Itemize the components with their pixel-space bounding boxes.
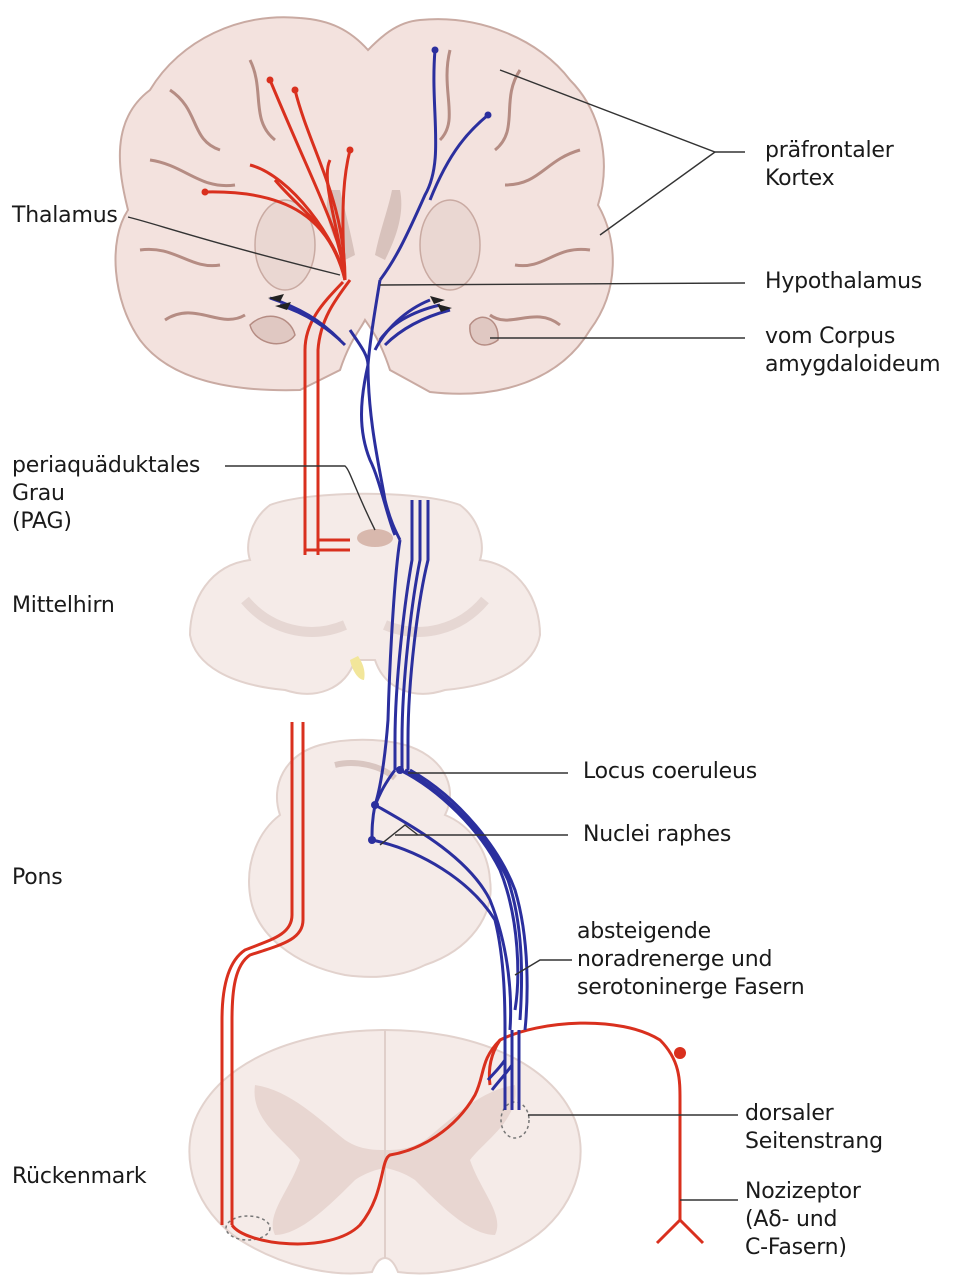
label-dorsal-line1: dorsaler bbox=[745, 1100, 883, 1128]
label-descending-fibers: absteigende noradrenerge und serotoniner… bbox=[577, 918, 805, 1002]
label-raphe-text: Nuclei raphes bbox=[583, 821, 731, 849]
label-spinal-text: Rückenmark bbox=[12, 1163, 146, 1191]
label-nociceptor-line1: Nozizeptor bbox=[745, 1178, 861, 1206]
label-pag-line3: (PAG) bbox=[12, 508, 200, 536]
label-spinal-cord: Rückenmark bbox=[12, 1163, 146, 1191]
label-descending-line1: absteigende bbox=[577, 918, 805, 946]
label-pag: periaquäduktales Grau (PAG) bbox=[12, 452, 200, 536]
label-dorsal-lateral-tract: dorsaler Seitenstrang bbox=[745, 1100, 883, 1156]
label-pons: Pons bbox=[12, 864, 63, 892]
label-nociceptor: Nozizeptor (Aδ- und C-Fasern) bbox=[745, 1178, 861, 1262]
label-thalamus: Thalamus bbox=[12, 202, 118, 230]
label-prefrontal-cortex: präfrontaler Kortex bbox=[765, 137, 894, 193]
label-midbrain-text: Mittelhirn bbox=[12, 592, 115, 620]
label-amygdala: vom Corpus amygdaloideum bbox=[765, 323, 940, 379]
label-prefrontal-line2: Kortex bbox=[765, 165, 894, 193]
label-pag-line1: periaquäduktales bbox=[12, 452, 200, 480]
label-pag-line2: Grau bbox=[12, 480, 200, 508]
label-amygdala-line2: amygdaloideum bbox=[765, 351, 940, 379]
label-midbrain: Mittelhirn bbox=[12, 592, 115, 620]
label-prefrontal-line1: präfrontaler bbox=[765, 137, 894, 165]
label-nociceptor-line2: (Aδ- und bbox=[745, 1206, 861, 1234]
label-locus-text: Locus coeruleus bbox=[583, 758, 757, 786]
label-nuclei-raphes: Nuclei raphes bbox=[583, 821, 731, 849]
label-amygdala-line1: vom Corpus bbox=[765, 323, 940, 351]
label-hypothalamus: Hypothalamus bbox=[765, 268, 922, 296]
midbrain-section bbox=[190, 494, 540, 694]
label-descending-line2: noradrenerge und bbox=[577, 946, 805, 974]
label-descending-line3: serotoninerge Fasern bbox=[577, 974, 805, 1002]
brain-section bbox=[116, 17, 613, 394]
label-pons-text: Pons bbox=[12, 864, 63, 892]
label-thalamus-text: Thalamus bbox=[12, 202, 118, 230]
label-locus-coeruleus: Locus coeruleus bbox=[583, 758, 757, 786]
label-hypothalamus-text: Hypothalamus bbox=[765, 268, 922, 296]
label-dorsal-line2: Seitenstrang bbox=[745, 1128, 883, 1156]
label-nociceptor-line3: C-Fasern) bbox=[745, 1234, 861, 1262]
